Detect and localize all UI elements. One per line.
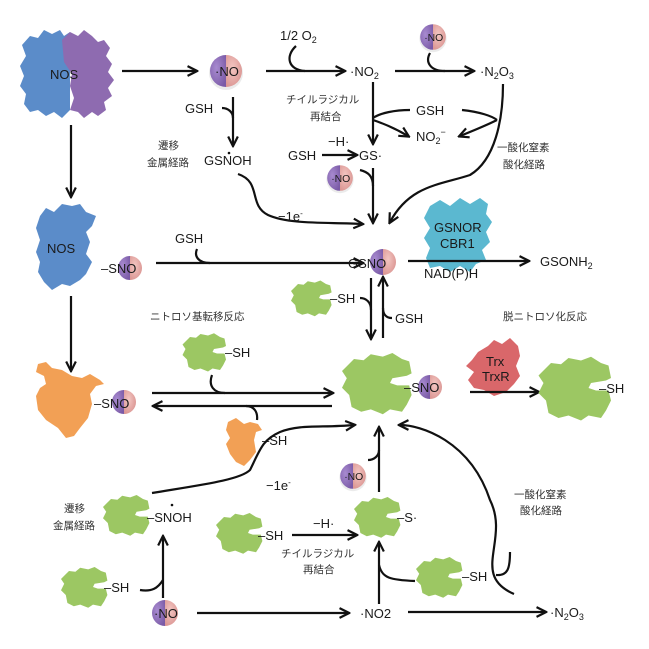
green-protein-gsno-input [291,280,332,317]
o2-input-hook [288,45,306,73]
svg-text:·NO: ·NO [215,64,239,79]
no-molecule-gs-input: ·NO [326,165,354,194]
svg-text:·NO: ·NO [424,33,443,44]
nos-protein-top: NOS [20,30,114,118]
sno-label-green: –SNO [404,380,439,395]
half-o2-label: 1/2 O2 [280,28,317,45]
gsh-label-4: GSH [175,231,203,246]
arrow-to-nitrite-right [460,119,498,136]
thiyl-radical-label-top-1: チイルラジカル [286,94,359,106]
thiyl-radical-label-bottom-1: チイルラジカル [281,548,354,560]
sno-label-orange: –SNO [94,396,129,411]
transition-metal-label-top-1: 遷移 [158,139,179,152]
n2o3-label-top: ·N2O3 [480,64,514,81]
nos-label-middle: NOS [47,241,76,256]
gsh-label-3: GSH [416,103,444,118]
sh-label-bottom-middle: –SH [258,528,283,543]
gsh-hook-5 [381,307,393,320]
sh-label-transfer-green: –SH [225,345,250,360]
gsnoh-label: GSNOH [204,153,252,168]
minus-1e-top: −1e- [278,209,303,224]
no-molecule-s-radical-input: ·NO [339,463,367,492]
arrow-n2o3-to-gsno [390,83,505,222]
transition-metal-label-bottom-1: 遷移 [64,502,85,515]
orange-protein-transfer [226,418,262,466]
green-sh-hook [209,374,226,395]
no-oxidation-label-bottom-1: 一酸化窒素 [514,488,567,501]
gsno-label: GSNO [348,256,386,271]
no-molecule-n2o3-input: ·NO [419,24,447,53]
no-gs-hook [359,168,375,187]
gsonh2-label: GSONH2 [540,254,593,271]
green-protein-sh-bottom-right [416,557,463,598]
gsh-label-5: GSH [395,311,423,326]
gsh-hook-4 [194,248,211,265]
snoh-label: –SNOH [147,510,192,525]
s-radical-label: –S· [397,510,417,525]
sh-hook-bottom-left [139,579,164,592]
sh-label-gsno: –SH [330,291,355,306]
sh-label-bottom-right: –SH [462,569,487,584]
transition-metal-label-top-2: 金属経路 [147,156,189,169]
transition-metal-label-bottom-2: 金属経路 [53,519,95,532]
no-oxidation-label-top-2: 酸化経路 [503,158,545,171]
sh-hook-gsno [359,296,373,311]
gsh-to-n2o3-hook [461,108,498,121]
transnitrosation-label: ニトロソ基転移反応 [150,310,245,323]
gsh-label-2: GSH [288,148,316,163]
no-s-radical-hook [367,449,381,462]
arrow-n2o3-to-protein [400,425,515,596]
no-oxidation-label-top-1: 一酸化窒素 [497,141,550,154]
sh-label-trx-product: –SH [599,381,624,396]
sh-label-bottom-left: –SH [104,580,129,595]
minus-1e-bottom: −1e- [266,478,291,493]
arrow-gsnoh-to-gsno [237,172,362,224]
svg-text:·NO: ·NO [154,606,178,621]
gsh-hook-1 [221,106,235,119]
arrow-snoh-to-protein [151,425,354,495]
sh-to-n2o3-hook [495,551,512,577]
gsnor-label: GSNOR [434,220,482,235]
thiyl-radical-label-top-2: 再結合 [310,110,342,123]
gsh-to-gs-hook [372,108,411,119]
trxr-label: TrxR [482,369,510,384]
no2-bottom-label: ·NO2 [360,606,391,621]
cbr1-label: CBR1 [440,236,475,251]
gsh-label-1: GSH [185,101,213,116]
sh-label-transfer-orange: –SH [262,433,287,448]
sh-hook-bottom-right [377,564,416,583]
denitrosation-label: 脱ニトロソ化反応 [503,310,587,323]
nos-protein-middle: NOS [36,204,96,290]
n2o3-label-bottom: ·N2O3 [550,605,584,622]
nos-label-top: NOS [50,67,79,82]
trx-label: Trx [486,354,505,369]
green-protein-snoh [103,495,150,536]
thiyl-radical-label-bottom-2: 再結合 [303,563,335,576]
no-oxidation-label-bottom-2: 酸化経路 [520,504,562,517]
svg-text:·NO: ·NO [331,174,350,185]
minus-h-top: −H· [328,134,349,149]
no-input-hook [427,52,446,73]
no2-radical-label: ·NO2 [350,64,379,81]
green-protein-sno [342,353,412,415]
green-protein-sh-bottom-left [61,567,108,608]
sno-label-nos: –SNO [101,261,136,276]
gs-radical-label: GS· [359,148,382,163]
orange-sh-hook [245,404,259,421]
green-protein-sh-bottom-middle [216,513,263,554]
nitrite-label: NO2− [416,127,446,146]
arrow-to-nitrite-left [372,118,408,136]
no-molecule-main: ·NO [209,55,243,90]
radical-dot [227,151,231,155]
no-molecule-bottom: ·NO [152,600,178,626]
minus-h-bottom: −H· [313,516,334,531]
green-protein-transfer [182,333,226,372]
svg-text:·NO: ·NO [344,472,363,483]
gsnor-cbr1-enzyme: GSNOR CBR1 [424,198,492,272]
green-protein-s-radical [354,497,401,538]
orange-protein-sno [36,362,104,438]
nadph-label: NAD(P)H [424,266,478,281]
trx-trxr-enzyme: Trx TrxR [466,338,520,396]
radical-dot-bottom [170,503,174,507]
